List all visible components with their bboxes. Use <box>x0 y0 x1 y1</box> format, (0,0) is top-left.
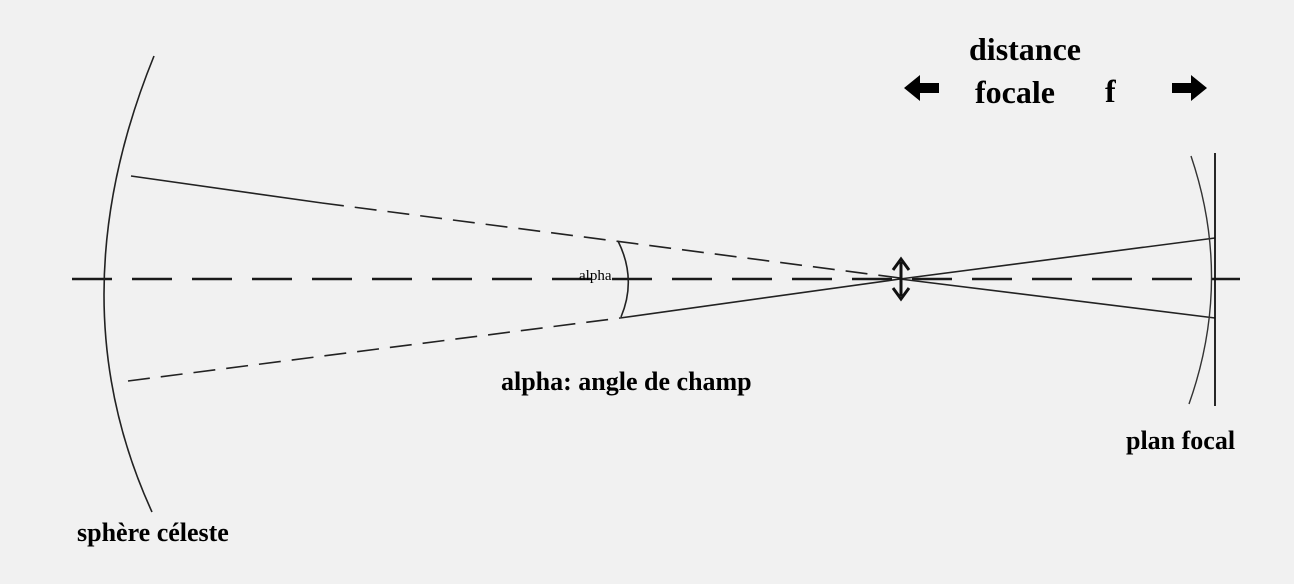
focal-surface-curve <box>1188 155 1213 405</box>
arrow-right-icon <box>1172 75 1207 101</box>
focal-plane-label: plan focal <box>1126 426 1236 455</box>
ray-to-lower-image <box>899 278 1216 319</box>
celestial-sphere-label: sphère céleste <box>77 518 229 547</box>
celestial-sphere-arc <box>103 55 155 513</box>
alpha-angle-label: alpha <box>579 268 612 284</box>
focal-length-symbol: f <box>1105 73 1116 109</box>
arrow-left-icon <box>904 75 939 101</box>
alpha-angle-arc <box>617 240 630 318</box>
focale-label: focale <box>975 74 1055 110</box>
alpha-caption: alpha: angle de champ <box>501 367 752 396</box>
distance-label: distance <box>969 31 1081 67</box>
upper-ray-solid <box>130 175 323 204</box>
upper-ray-dashed <box>321 202 901 279</box>
lower-ray-solid <box>619 278 901 319</box>
ray-to-upper-image <box>899 237 1216 280</box>
double-arrow-lens-icon <box>891 256 911 302</box>
lower-ray-dashed <box>127 317 621 382</box>
